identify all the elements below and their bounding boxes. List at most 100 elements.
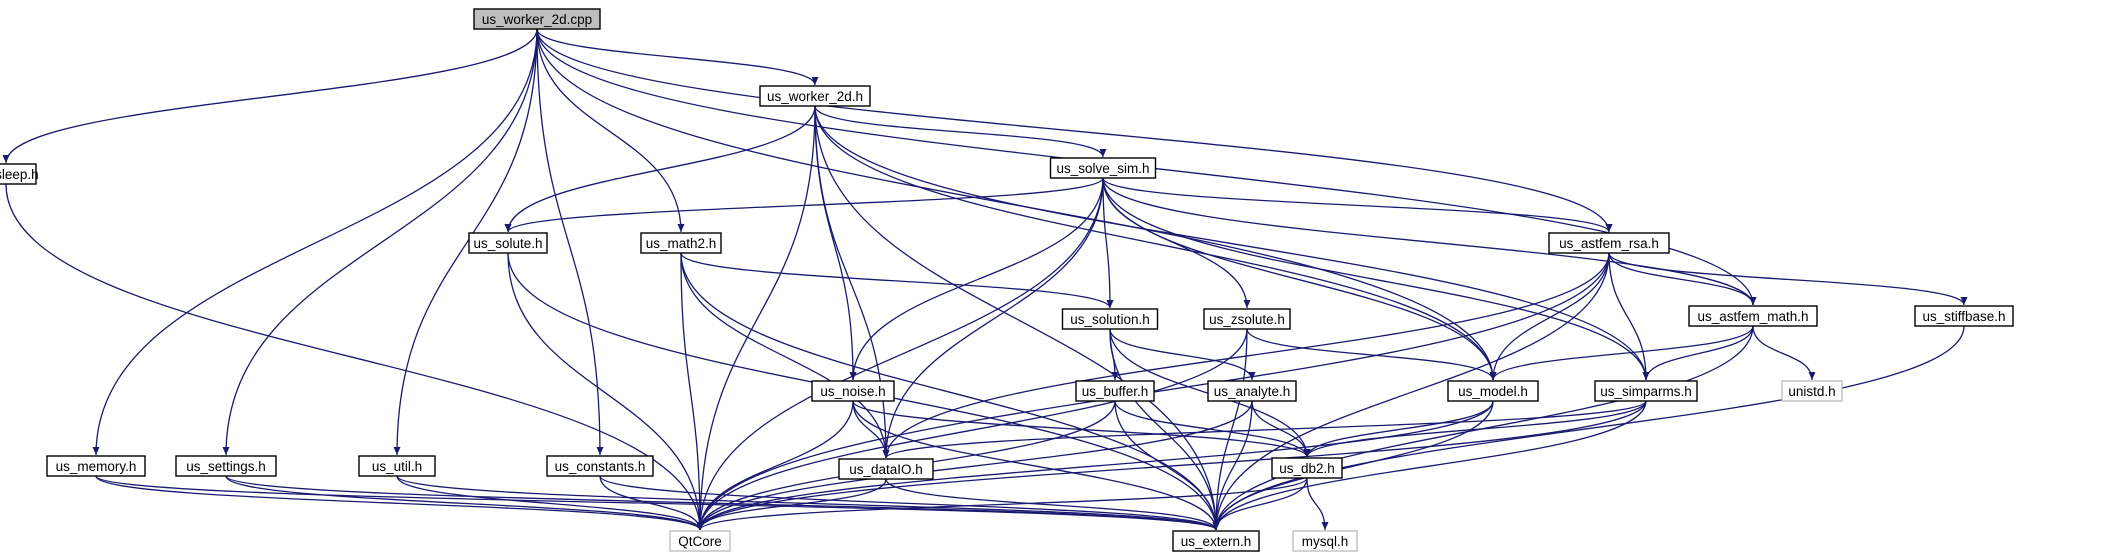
edge-us-math2-h-to-us-extern-h — [680, 252, 1220, 531]
node-label-us-settings-h: us_settings.h — [186, 459, 266, 474]
edge-us-worker-2d-h-to-us-extern-h — [814, 105, 1220, 531]
edge-us-sleep-h-to-qtcore — [5, 183, 704, 531]
node-us-settings-h[interactable]: us_settings.h — [175, 455, 277, 477]
edge-us-settings-h-to-qtcore — [225, 475, 704, 531]
node-box-us-astfem-math-h[interactable] — [1688, 305, 1818, 327]
edge-us-noise-h-to-us-db2-h — [852, 400, 1311, 458]
node-label-us-zsolute-h: us_zsolute.h — [1209, 312, 1285, 327]
node-us-simparms-h[interactable]: us_simparms.h — [1594, 380, 1698, 402]
edge-us-worker-2d-h-to-qtcore — [696, 105, 816, 531]
edges-layer — [2, 28, 1968, 531]
edge-us-model-h-to-us-extern-h — [1212, 400, 1494, 531]
edge-us-dataio-h-to-us-extern-h — [885, 478, 1220, 531]
node-box-us-util-h[interactable] — [358, 455, 436, 477]
edge-us-solution-h-to-us-analyte-h — [1109, 328, 1256, 381]
edge-us-astfem-math-h-to-us-simparms-h — [1642, 325, 1754, 381]
node-us-solve-sim-h[interactable]: us_solve_sim.h — [1049, 157, 1157, 179]
edge-us-solute-h-to-qtcore — [507, 252, 704, 531]
node-us-solute-h[interactable]: us_solute.h — [468, 232, 548, 254]
edge-us-worker-2d-cpp-to-us-constants-h — [536, 28, 604, 456]
node-us-constants-h[interactable]: us_constants.h — [546, 455, 654, 477]
node-box-us-memory-h[interactable] — [46, 455, 146, 477]
node-box-us-db2-h[interactable] — [1271, 457, 1343, 479]
node-us-buffer-h[interactable]: us_buffer.h — [1075, 380, 1155, 402]
node-box-us-stiffbase-h[interactable] — [1914, 305, 2014, 327]
node-box-us-zsolute-h[interactable] — [1203, 308, 1291, 330]
node-us-astfem-rsa-h[interactable]: us_astfem_rsa.h — [1548, 232, 1670, 254]
node-unistd-h[interactable]: unistd.h — [1781, 380, 1843, 402]
node-box-us-sleep-h[interactable] — [0, 163, 37, 185]
node-box-us-astfem-rsa-h[interactable] — [1548, 232, 1670, 254]
edge-us-astfem-rsa-h-to-us-astfem-math-h — [1608, 252, 1757, 306]
node-box-us-noise-h[interactable] — [811, 380, 895, 402]
node-box-us-worker-2d-cpp[interactable] — [473, 8, 601, 30]
edge-us-model-h-to-qtcore — [696, 400, 1494, 531]
node-box-us-solute-h[interactable] — [468, 232, 548, 254]
node-us-dataio-h[interactable]: us_dataIO.h — [838, 458, 934, 480]
node-us-model-h[interactable]: us_model.h — [1447, 380, 1539, 402]
node-box-us-buffer-h[interactable] — [1075, 380, 1155, 402]
node-box-us-analyte-h[interactable] — [1207, 380, 1297, 402]
edge-us-constants-h-to-us-extern-h — [599, 475, 1220, 531]
edge-us-simparms-h-to-us-extern-h — [1212, 400, 1647, 531]
node-label-us-solution-h: us_solution.h — [1070, 312, 1150, 327]
node-box-us-settings-h[interactable] — [175, 455, 277, 477]
node-us-solution-h[interactable]: us_solution.h — [1061, 308, 1159, 330]
node-us-analyte-h[interactable]: us_analyte.h — [1207, 380, 1297, 402]
node-us-math2-h[interactable]: us_math2.h — [640, 232, 722, 254]
node-box-qtcore[interactable] — [669, 530, 731, 552]
node-label-us-solute-h: us_solute.h — [473, 236, 542, 251]
edge-us-db2-h-to-qtcore — [696, 477, 1308, 531]
node-us-zsolute-h[interactable]: us_zsolute.h — [1203, 308, 1291, 330]
node-box-us-worker-2d-h[interactable] — [759, 85, 871, 107]
node-box-us-model-h[interactable] — [1447, 380, 1539, 402]
node-box-us-solve-sim-h[interactable] — [1049, 157, 1157, 179]
node-us-memory-h[interactable]: us_memory.h — [46, 455, 146, 477]
edge-us-worker-2d-h-to-us-model-h — [814, 105, 1497, 381]
node-us-util-h[interactable]: us_util.h — [358, 455, 436, 477]
node-qtcore[interactable]: QtCore — [669, 530, 731, 552]
edge-us-model-h-to-us-db2-h — [1303, 400, 1494, 458]
node-us-worker-2d-cpp[interactable]: us_worker_2d.cpp — [473, 8, 601, 30]
node-label-us-worker-2d-cpp: us_worker_2d.cpp — [482, 12, 592, 27]
edge-us-memory-h-to-qtcore — [95, 475, 704, 531]
edge-us-worker-2d-h-to-us-solute-h — [504, 105, 816, 233]
node-box-unistd-h[interactable] — [1781, 380, 1843, 402]
edge-us-dataio-h-to-qtcore — [696, 478, 887, 531]
edge-us-simparms-h-to-us-db2-h — [1303, 400, 1647, 458]
node-box-us-simparms-h[interactable] — [1594, 380, 1698, 402]
edge-us-util-h-to-qtcore — [396, 475, 704, 531]
node-box-us-extern-h[interactable] — [1172, 530, 1260, 552]
node-us-astfem-math-h[interactable]: us_astfem_math.h — [1688, 305, 1818, 327]
node-box-us-dataio-h[interactable] — [838, 458, 934, 480]
edge-us-astfem-math-h-to-unistd-h — [1752, 325, 1816, 381]
edge-us-astfem-rsa-h-to-us-extern-h — [1212, 252, 1610, 531]
node-label-us-sleep-h: us_sleep.h — [0, 167, 39, 182]
edge-us-settings-h-to-us-extern-h — [225, 475, 1220, 531]
node-label-unistd-h: unistd.h — [1788, 384, 1835, 399]
node-label-us-model-h: us_model.h — [1458, 384, 1528, 399]
node-us-db2-h[interactable]: us_db2.h — [1271, 457, 1343, 479]
edge-us-solution-h-to-us-extern-h — [1109, 328, 1220, 531]
edge-us-noise-h-to-us-extern-h — [852, 400, 1220, 531]
node-label-us-astfem-math-h: us_astfem_math.h — [1697, 309, 1808, 324]
node-box-us-math2-h[interactable] — [640, 232, 722, 254]
edge-us-worker-2d-cpp-to-us-util-h — [393, 28, 538, 456]
node-us-noise-h[interactable]: us_noise.h — [811, 380, 895, 402]
edge-us-astfem-rsa-h-to-us-dataio-h — [882, 252, 1610, 459]
node-label-us-extern-h: us_extern.h — [1181, 534, 1252, 549]
node-box-us-solution-h[interactable] — [1061, 308, 1159, 330]
node-box-us-constants-h[interactable] — [546, 455, 654, 477]
node-box-mysql-h[interactable] — [1292, 530, 1358, 552]
node-mysql-h[interactable]: mysql.h — [1292, 530, 1358, 552]
edge-us-analyte-h-to-qtcore — [696, 400, 1253, 531]
node-us-extern-h[interactable]: us_extern.h — [1172, 530, 1260, 552]
node-label-us-solve-sim-h: us_solve_sim.h — [1056, 161, 1149, 176]
edge-us-worker-2d-cpp-to-us-worker-2d-h — [536, 28, 819, 86]
node-us-stiffbase-h[interactable]: us_stiffbase.h — [1914, 305, 2014, 327]
node-us-worker-2d-h[interactable]: us_worker_2d.h — [759, 85, 871, 107]
node-label-us-memory-h: us_memory.h — [56, 459, 137, 474]
edge-us-astfem-rsa-h-to-us-stiffbase-h — [1608, 252, 1968, 306]
node-us-sleep-h[interactable]: us_sleep.h — [0, 163, 39, 185]
edge-us-solve-sim-h-to-us-astfem-rsa-h — [1102, 177, 1613, 233]
